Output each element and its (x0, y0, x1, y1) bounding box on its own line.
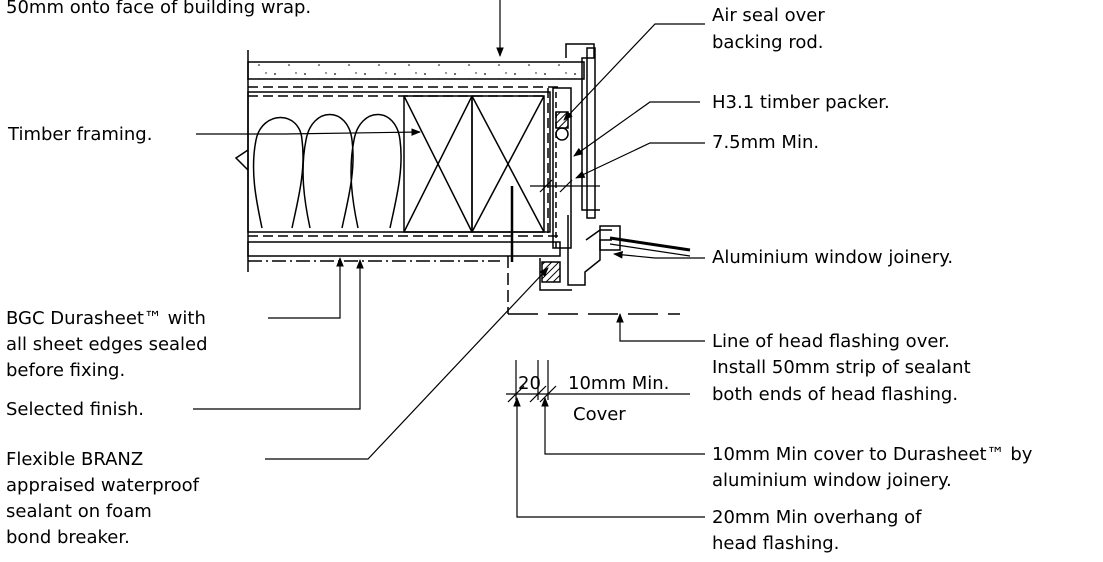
label-framing: Timber framing. (7, 124, 152, 145)
label-durasheet-line3: before fixing. (6, 360, 125, 381)
label-finish: Selected finish. (6, 399, 144, 420)
label-durasheet-line1: BGC Durasheet™ with (6, 308, 206, 329)
label-overhang-line2: head flashing. (712, 533, 839, 554)
dimension-marks (506, 179, 690, 403)
label-flashing-line2: Install 50mm strip of sealant (712, 357, 971, 378)
label-cover-note-line2: aluminium window joinery. (712, 470, 952, 491)
window-joinery-profile (539, 215, 691, 291)
label-joinery: Aluminium window joinery. (712, 247, 953, 268)
timber-studs (403, 95, 545, 233)
label-sealant-line3: sealant on foam (6, 501, 152, 522)
label-top-left: 50mm onto face of building wrap. (6, 0, 311, 18)
air-seal (555, 111, 569, 129)
label-air-seal-line1: Air seal over (712, 5, 825, 26)
label-air-seal-line2: backing rod. (712, 32, 824, 53)
bottom-lining-sheet (247, 241, 561, 257)
label-cover-note-line1: 10mm Min cover to Durasheet™ by (712, 444, 1033, 465)
label-min-gap: 7.5mm Min. (712, 132, 819, 153)
timber-packer (552, 87, 572, 249)
insulation-batts (252, 113, 402, 229)
label-sealant-line4: bond breaker. (6, 527, 130, 548)
leader-lines (193, 0, 705, 518)
label-sealant-line2: appraised waterproof (6, 475, 200, 496)
label-flashing-line3: both ends of head flashing. (712, 384, 958, 405)
label-sealant-line1: Flexible BRANZ (6, 449, 143, 470)
dimension-cover: Cover (573, 404, 626, 425)
label-durasheet-line2: all sheet edges sealed (6, 334, 208, 355)
annotation-labels: 50mm onto face of building wrap. Air sea… (6, 0, 1033, 554)
label-overhang-line1: 20mm Min overhang of (712, 507, 922, 528)
label-flashing-line1: Line of head flashing over. (712, 331, 950, 352)
wall-section (234, 43, 691, 315)
dimension-ten-min: 10mm Min. (568, 373, 669, 394)
dimension-twenty: 20 (518, 373, 541, 394)
backing-rod (555, 127, 569, 141)
top-lining-sheet (247, 61, 585, 80)
label-packer: H3.1 timber packer. (712, 92, 890, 113)
